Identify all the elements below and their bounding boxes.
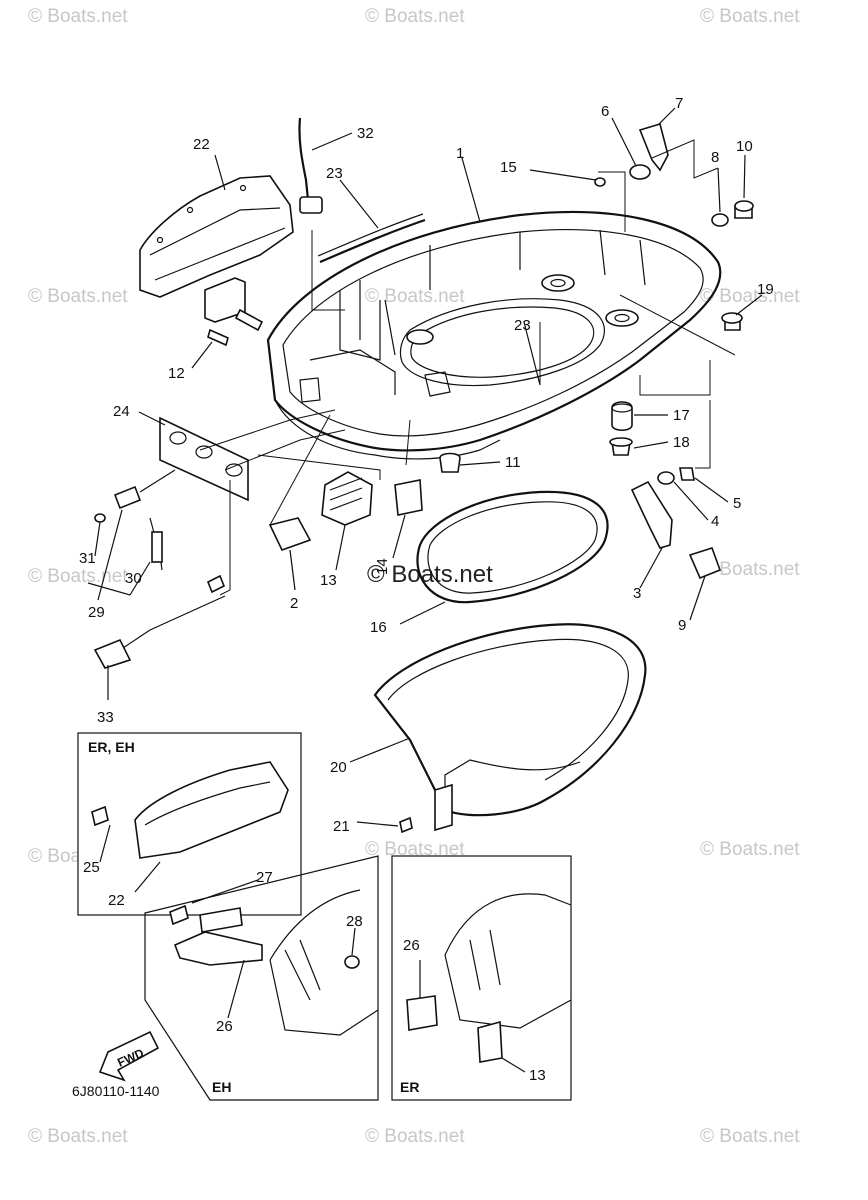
callout-30: 30 — [125, 570, 142, 587]
right-small-parts — [594, 122, 754, 456]
callout-4: 4 — [711, 513, 719, 530]
callout-22-inset: 22 — [108, 892, 125, 909]
watermark: © Boats.net — [365, 6, 465, 27]
part-11 — [439, 452, 461, 473]
parts-3-4-5-9 — [630, 467, 722, 580]
callout-7: 7 — [675, 95, 683, 112]
callout-29: 29 — [88, 604, 105, 621]
callout-24: 24 — [113, 403, 130, 420]
callout-26-er: 26 — [403, 937, 420, 954]
callout-28: 28 — [346, 913, 363, 930]
part-21-screw — [399, 816, 413, 834]
callout-26-eh: 26 — [216, 1018, 233, 1035]
watermark: © Boats.net — [700, 839, 800, 860]
watermark: © Boats.net — [700, 6, 800, 27]
callout-14: 14 — [374, 558, 391, 575]
grommet-parts — [268, 471, 423, 551]
callout-17: 17 — [673, 407, 690, 424]
inset-er: ER — [391, 855, 572, 1101]
callout-23-top: 23 — [326, 165, 343, 182]
callout-3: 3 — [633, 585, 641, 602]
watermark: © Boats.net — [28, 1126, 128, 1147]
watermark: © Boats.net — [28, 6, 128, 27]
callout-1: 1 — [456, 145, 464, 162]
callout-18: 18 — [673, 434, 690, 451]
callout-15: 15 — [500, 159, 517, 176]
callout-11: 11 — [505, 454, 521, 471]
callout-23-inner: 23 — [514, 317, 531, 334]
cable-parts — [93, 469, 226, 669]
callout-31: 31 — [79, 550, 96, 567]
watermark: © Boats.net — [700, 559, 800, 580]
callout-20: 20 — [330, 759, 347, 776]
callout-33: 33 — [97, 709, 114, 726]
part-12-bracket — [204, 277, 264, 347]
callout-27: 27 — [256, 869, 273, 886]
part-32-lever — [298, 117, 323, 214]
callout-22: 22 — [193, 136, 210, 153]
callout-16: 16 — [370, 619, 387, 636]
watermark: © Boats.net — [365, 1126, 465, 1147]
callout-8: 8 — [711, 149, 719, 166]
part-20-lower-pan — [373, 623, 647, 832]
watermark: © Boats.net — [28, 566, 128, 587]
inset-eh: EH — [144, 855, 379, 1101]
callout-21: 21 — [333, 818, 350, 835]
fwd-arrow: FWD — [98, 1030, 160, 1082]
bottom-cowling — [266, 210, 722, 460]
callout-5: 5 — [733, 495, 741, 512]
callout-6: 6 — [601, 103, 609, 120]
part-22-cover — [139, 175, 294, 298]
part-code: 6J80110-1140 — [72, 1083, 160, 1099]
leader-lines — [87, 107, 763, 827]
watermark: © Boats.net — [365, 839, 465, 860]
callout-32: 32 — [357, 125, 374, 142]
callout-10: 10 — [736, 138, 753, 155]
watermark-center: © Boats.net — [367, 561, 493, 588]
part-23-seal-strip — [319, 218, 426, 264]
callout-19: 19 — [757, 281, 774, 298]
inset-label-er-eh: ER, EH — [88, 739, 135, 755]
callout-labels: 1 2 3 4 5 6 7 8 9 10 11 12 13 14 15 16 1… — [79, 95, 774, 1084]
part-24-gasket — [159, 416, 249, 502]
inset-label-er: ER — [400, 1079, 419, 1095]
reference-lines — [199, 139, 736, 596]
callout-2: 2 — [290, 595, 298, 612]
callout-13: 13 — [320, 572, 337, 589]
watermark: © Boats.net — [28, 286, 128, 307]
inset-label-eh: EH — [212, 1079, 231, 1095]
inset-er-eh: ER, EH — [77, 732, 302, 916]
watermark: © Boats.net — [365, 286, 465, 307]
callout-9: 9 — [678, 617, 686, 634]
callout-12: 12 — [168, 365, 185, 382]
callout-13-er: 13 — [529, 1067, 546, 1084]
watermark: © Boats.net — [700, 1126, 800, 1147]
watermark: © Boats.net — [700, 286, 800, 307]
part-16-seal — [416, 490, 609, 604]
callout-25: 25 — [83, 859, 100, 876]
